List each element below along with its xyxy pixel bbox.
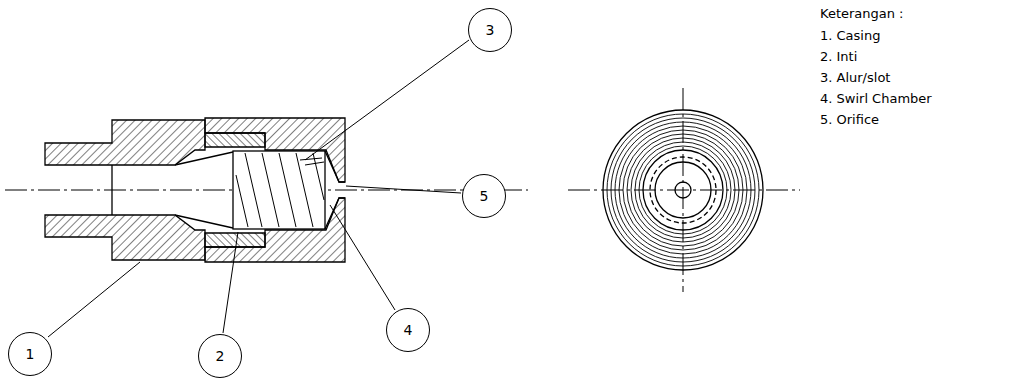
helical-slot [236,153,324,227]
end-view [568,88,800,292]
leader-line [48,40,469,337]
core [233,151,325,229]
callout-number: 2 [216,349,225,363]
part-name: 5. Orifice [820,112,879,128]
callout-number: 3 [486,23,495,37]
part-name: 2. Inti [820,49,857,65]
casing-thread [205,233,265,247]
callout-circle: 5 [462,174,506,218]
casing-section [45,215,205,260]
part-name: 4. Swirl Chamber [820,91,932,107]
legend-heading: Keterangan : [820,6,904,22]
callout-circle: 1 [8,332,52,376]
callout-circle: 3 [468,8,512,52]
bore-line [175,215,233,228]
callout-number: 4 [404,323,413,337]
bore-line [111,165,112,215]
swirl-chamber [325,151,345,229]
casing-section [45,120,205,165]
part-name: 3. Alur/slot [820,70,890,86]
callout-number: 1 [26,347,35,361]
callout-circle: 4 [386,308,430,352]
part-name: 1. Casing [820,28,880,44]
casing-thread [205,133,265,147]
callout-circle: 2 [198,334,242,378]
bore-line [175,152,233,165]
callout-number: 5 [480,189,489,203]
